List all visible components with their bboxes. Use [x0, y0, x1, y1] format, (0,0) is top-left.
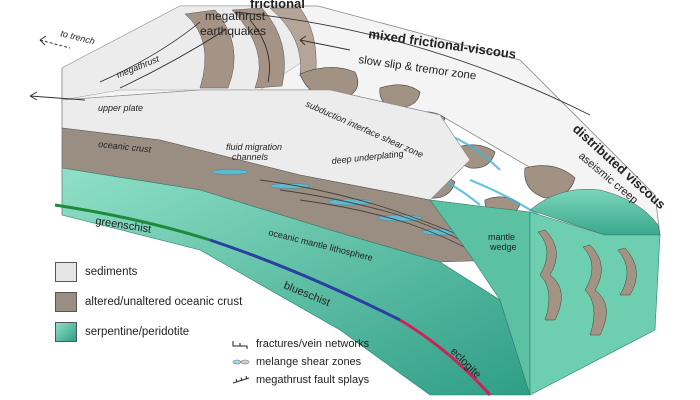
- legend-label: serpentine/peridotite: [85, 326, 190, 338]
- fault-splay-icon: [232, 375, 250, 384]
- cross-section: [61, 68, 661, 396]
- legend-label: sediments: [85, 266, 138, 278]
- legend-label: altered/unaltered oceanic crust: [85, 296, 243, 308]
- legend-item-oceanic-crust: altered/unaltered oceanic crust: [55, 292, 242, 312]
- legend-symbol-faults: megathrust fault splays: [232, 374, 369, 386]
- facies-path: [54, 203, 492, 396]
- direction-arrows: [29, 35, 351, 101]
- megathrust-eq-line1: megathrust: [205, 9, 266, 23]
- fluid-line1: fluid migration: [226, 142, 282, 152]
- legend-item-serpentine: serpentine/peridotite: [55, 322, 189, 342]
- sediments-swatch: [55, 262, 77, 282]
- symbol-label: megathrust fault splays: [256, 374, 370, 386]
- to-trench-label: to trench: [60, 28, 96, 46]
- mantle-wedge-line2: wedge: [489, 242, 517, 252]
- melange-icon: [232, 359, 250, 365]
- upper-plate-label: upper plate: [98, 103, 143, 113]
- symbol-label: melange shear zones: [256, 356, 362, 368]
- fluid-line2: channels: [232, 152, 269, 162]
- symbol-label: fractures/vein networks: [256, 338, 370, 350]
- legend-symbol-melange: melange shear zones: [232, 356, 361, 368]
- regime-arc: [234, 11, 591, 116]
- mantle-wedge-line1: mantle: [488, 232, 515, 242]
- serpentine-swatch: [55, 322, 77, 342]
- regime-frictional: frictional: [250, 0, 305, 11]
- legend-item-sediments: sediments: [55, 262, 137, 282]
- oceanic-crust-swatch: [55, 292, 77, 312]
- vein-icon: [232, 341, 248, 349]
- megathrust-eq-line2: earthquakes: [200, 24, 266, 38]
- legend-symbol-veins: fractures/vein networks: [232, 338, 369, 350]
